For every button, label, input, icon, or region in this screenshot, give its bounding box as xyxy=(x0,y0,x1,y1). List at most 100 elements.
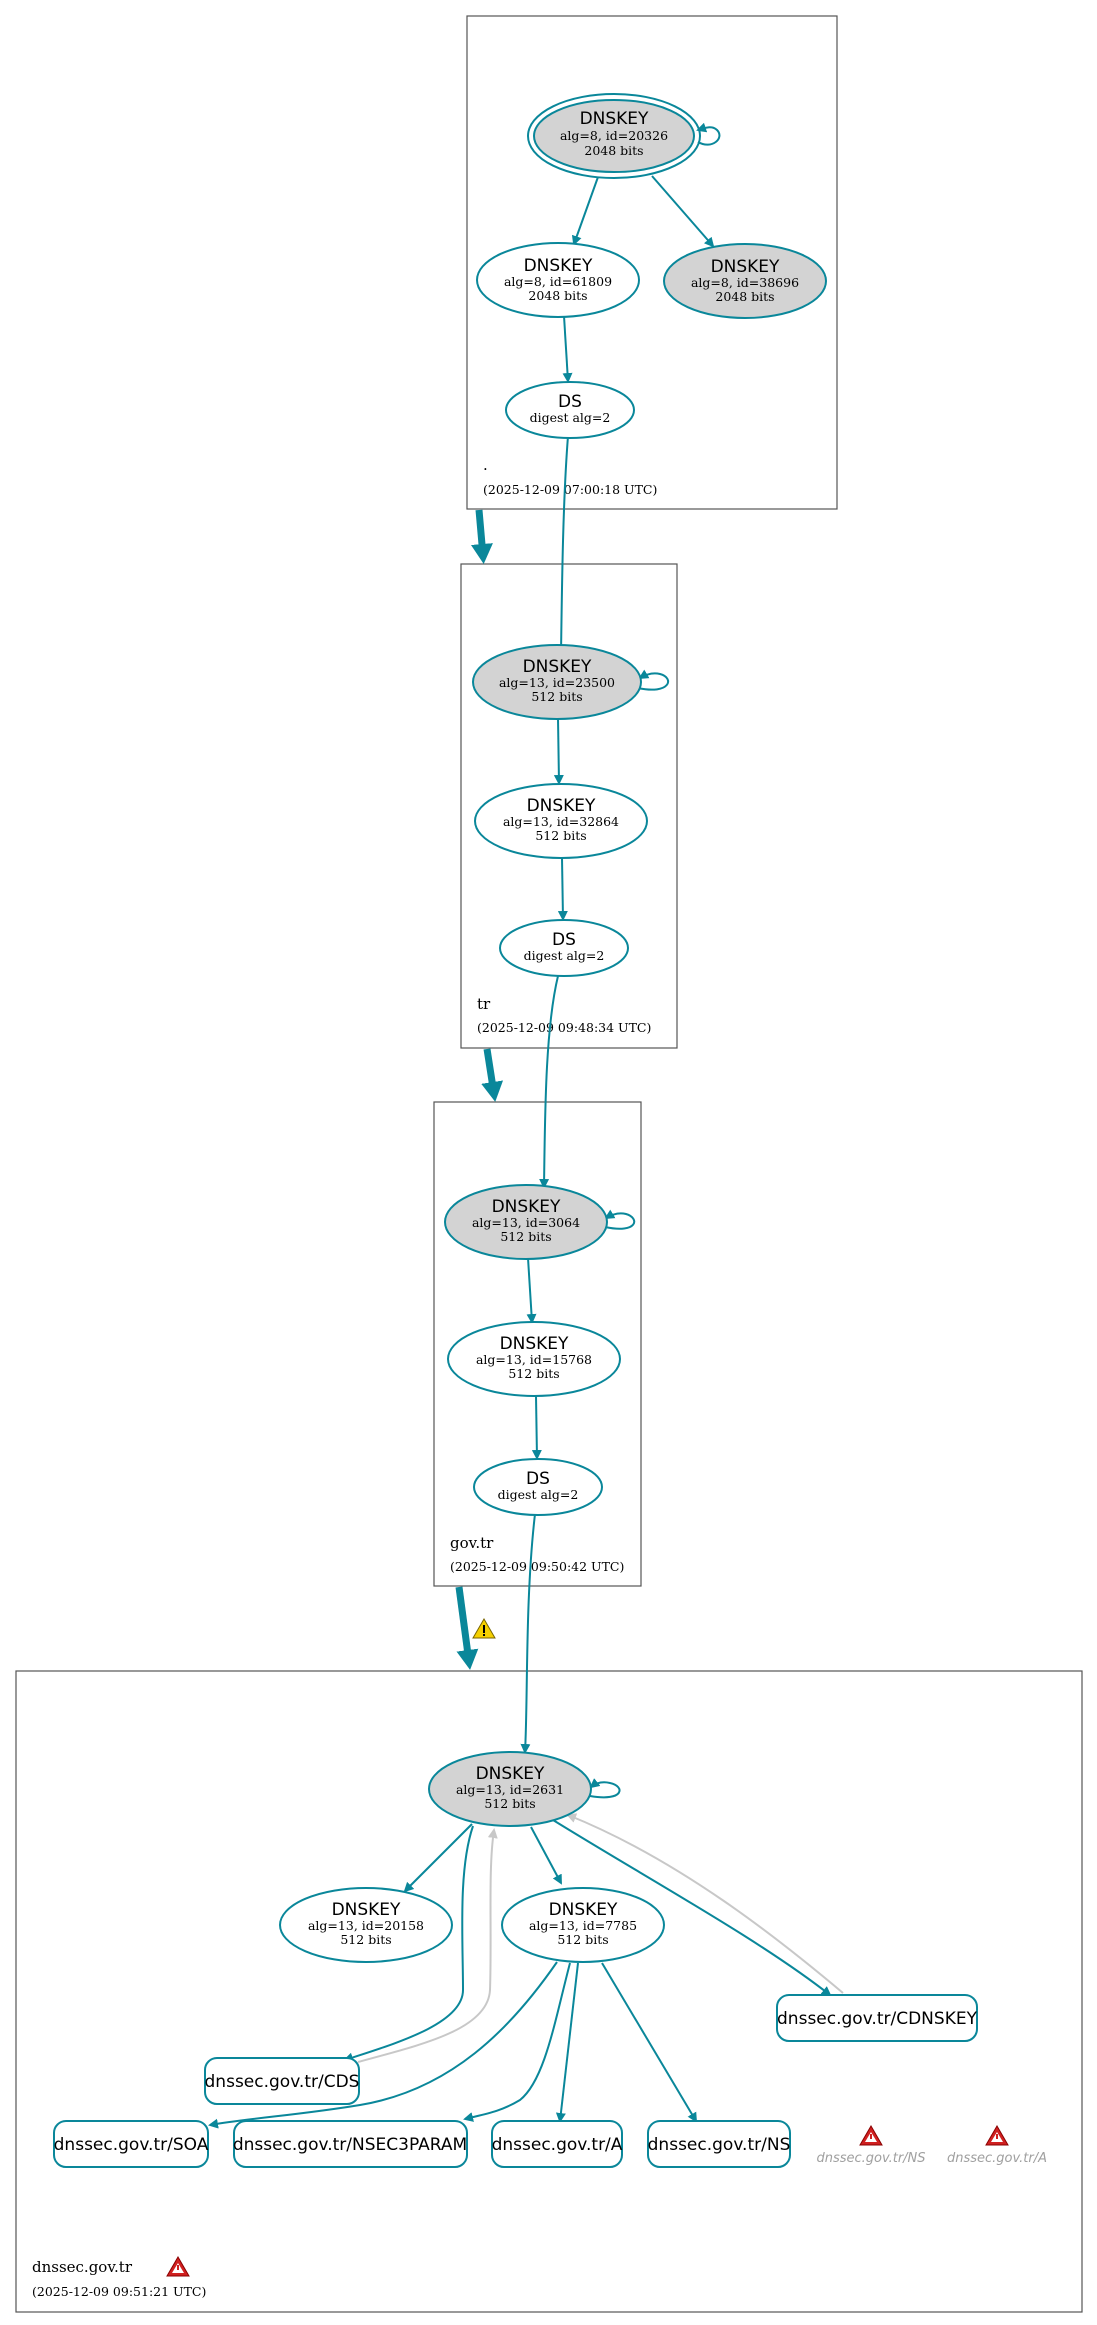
zone-dnssec-gov-tr-name: dnssec.gov.tr xyxy=(32,2258,133,2276)
node-type: DNSKEY xyxy=(580,109,649,129)
edge-tr-ds-gov-ksk xyxy=(539,975,559,1189)
rrset-label: dnssec.gov.tr/A xyxy=(492,2135,623,2155)
node-type: DNSKEY xyxy=(500,1334,569,1354)
rrset-soa[interactable]: dnssec.gov.tr/SOA xyxy=(53,2120,209,2168)
node-key-size: 512 bits xyxy=(535,828,586,843)
error-icon xyxy=(166,2256,190,2277)
node-key-size: 512 bits xyxy=(340,1932,391,1947)
zone-gov-tr-name: gov.tr xyxy=(450,1534,494,1552)
node-digest: digest alg=2 xyxy=(524,948,605,963)
self-loop-gov-ksk xyxy=(604,1209,636,1230)
node-key-info: alg=13, id=32864 xyxy=(503,814,619,829)
dnskey-node-gov-zsk[interactable]: DNSKEY alg=13, id=15768 512 bits xyxy=(447,1321,621,1397)
node-key-size: 512 bits xyxy=(500,1229,551,1244)
zone-dnssec-gov-tr-timestamp: (2025-12-09 09:51:21 UTC) xyxy=(32,2284,206,2299)
edge-root-ksk-zsk xyxy=(571,176,599,246)
rrset-label: dnssec.gov.tr/NSEC3PARAM xyxy=(233,2135,467,2155)
node-key-size: 512 bits xyxy=(484,1796,535,1811)
error-node-label: dnssec.gov.tr/A xyxy=(947,2151,1047,2166)
delegation-arrow-tr-gov xyxy=(481,1048,504,1102)
edge-gov-zsk-ds xyxy=(531,1395,542,1460)
node-key-info: alg=13, id=2631 xyxy=(456,1782,564,1797)
rrset-ns[interactable]: dnssec.gov.tr/NS xyxy=(647,2120,791,2168)
ds-node-tr[interactable]: DS digest alg=2 xyxy=(499,919,629,977)
node-type: DS xyxy=(558,392,582,412)
delegation-arrow-gov-dnssec xyxy=(455,1586,479,1670)
self-loop-root-ksk xyxy=(696,122,721,146)
edge-d-ksk-zsk xyxy=(530,1826,562,1885)
edge-d-ksk-20158 xyxy=(403,1823,473,1893)
dnskey-node-root-zsk[interactable]: DNSKEY alg=8, id=61809 2048 bits xyxy=(476,242,640,318)
node-key-size: 512 bits xyxy=(557,1932,608,1947)
node-key-info: alg=8, id=20326 xyxy=(560,128,668,143)
self-loop-tr-ksk xyxy=(637,669,670,691)
zone-tr-timestamp: (2025-12-09 09:48:34 UTC) xyxy=(477,1020,651,1035)
edge-tr-zsk-ds xyxy=(557,857,568,921)
node-key-size: 2048 bits xyxy=(584,143,643,158)
dnskey-node-dnssec-20158[interactable]: DNSKEY alg=13, id=20158 512 bits xyxy=(279,1887,453,1963)
rrset-label: dnssec.gov.tr/CDS xyxy=(205,2072,360,2092)
edge-d-ksk-cds xyxy=(343,1825,474,2063)
error-icon xyxy=(859,2125,883,2146)
rrset-cdnskey[interactable]: dnssec.gov.tr/CDNSKEY xyxy=(776,1994,978,2042)
edge-gov-ds-d-ksk xyxy=(520,1513,536,1754)
dnskey-node-tr-ksk[interactable]: DNSKEY alg=13, id=23500 512 bits xyxy=(472,644,642,720)
zone-tr-name: tr xyxy=(477,995,491,1013)
dnskey-node-tr-zsk[interactable]: DNSKEY alg=13, id=32864 512 bits xyxy=(474,783,648,859)
node-type: DNSKEY xyxy=(549,1900,618,1920)
node-key-info: alg=13, id=7785 xyxy=(529,1918,637,1933)
edge-cdnskey-d-ksk xyxy=(566,1813,844,1994)
dnskey-node-root-ksk[interactable]: DNSKEY alg=8, id=20326 2048 bits xyxy=(527,93,701,179)
node-type: DNSKEY xyxy=(711,257,780,277)
edge-cds-d-ksk xyxy=(357,1828,498,2063)
rrset-nsec3param[interactable]: dnssec.gov.tr/NSEC3PARAM xyxy=(233,2120,468,2168)
node-type: DS xyxy=(526,1469,550,1489)
node-type: DNSKEY xyxy=(492,1197,561,1217)
ds-node-gov[interactable]: DS digest alg=2 xyxy=(473,1458,603,1516)
node-key-info: alg=13, id=3064 xyxy=(472,1215,580,1230)
error-node-label: dnssec.gov.tr/NS xyxy=(816,2151,925,2166)
dnskey-node-root-38696[interactable]: DNSKEY alg=8, id=38696 2048 bits xyxy=(663,243,827,319)
node-type: DS xyxy=(552,930,576,950)
rrset-label: dnssec.gov.tr/SOA xyxy=(54,2135,209,2155)
node-key-info: alg=13, id=15768 xyxy=(476,1352,592,1367)
node-key-info: alg=8, id=38696 xyxy=(691,275,799,290)
node-key-size: 2048 bits xyxy=(715,289,774,304)
node-digest: digest alg=2 xyxy=(530,410,611,425)
error-node-a[interactable]: dnssec.gov.tr/A xyxy=(947,2125,1047,2166)
rrset-label: dnssec.gov.tr/CDNSKEY xyxy=(777,2009,978,2029)
dnskey-node-dnssec-ksk[interactable]: DNSKEY alg=13, id=2631 512 bits xyxy=(428,1751,592,1827)
ds-node-root[interactable]: DS digest alg=2 xyxy=(505,381,635,439)
rrset-cds[interactable]: dnssec.gov.tr/CDS xyxy=(204,2057,360,2105)
node-key-info: alg=13, id=23500 xyxy=(499,675,615,690)
edge-root-ds-tr-ksk xyxy=(556,435,569,657)
edge-root-zsk-ds xyxy=(562,315,573,383)
node-type: DNSKEY xyxy=(332,1900,401,1920)
edge-d-zsk-nsec3param xyxy=(463,1962,571,2122)
edge-d-ksk-cdnskey xyxy=(552,1819,832,1997)
node-type: DNSKEY xyxy=(527,796,596,816)
node-type: DNSKEY xyxy=(524,256,593,276)
edge-root-ksk-38696 xyxy=(651,175,715,248)
error-icon xyxy=(985,2125,1009,2146)
node-digest: digest alg=2 xyxy=(498,1487,579,1502)
zone-root-name: . xyxy=(483,456,488,474)
edge-d-zsk-soa xyxy=(208,1961,558,2129)
zone-root-timestamp: (2025-12-09 07:00:18 UTC) xyxy=(483,482,657,497)
edge-tr-ksk-zsk xyxy=(553,717,564,785)
edge-d-zsk-a xyxy=(555,1962,579,2123)
node-key-info: alg=13, id=20158 xyxy=(308,1918,424,1933)
edge-gov-ksk-zsk xyxy=(526,1257,537,1324)
node-key-size: 512 bits xyxy=(531,689,582,704)
self-loop-d-ksk xyxy=(589,1778,621,1799)
dnskey-node-gov-ksk[interactable]: DNSKEY alg=13, id=3064 512 bits xyxy=(444,1184,608,1260)
node-type: DNSKEY xyxy=(476,1764,545,1784)
node-type: DNSKEY xyxy=(523,657,592,677)
dnskey-node-dnssec-zsk[interactable]: DNSKEY alg=13, id=7785 512 bits xyxy=(501,1887,665,1963)
node-key-size: 2048 bits xyxy=(528,288,587,303)
rrset-label: dnssec.gov.tr/NS xyxy=(648,2135,791,2155)
rrset-a[interactable]: dnssec.gov.tr/A xyxy=(491,2120,623,2168)
error-node-ns[interactable]: dnssec.gov.tr/NS xyxy=(816,2125,926,2166)
edge-d-zsk-ns xyxy=(601,1962,698,2123)
